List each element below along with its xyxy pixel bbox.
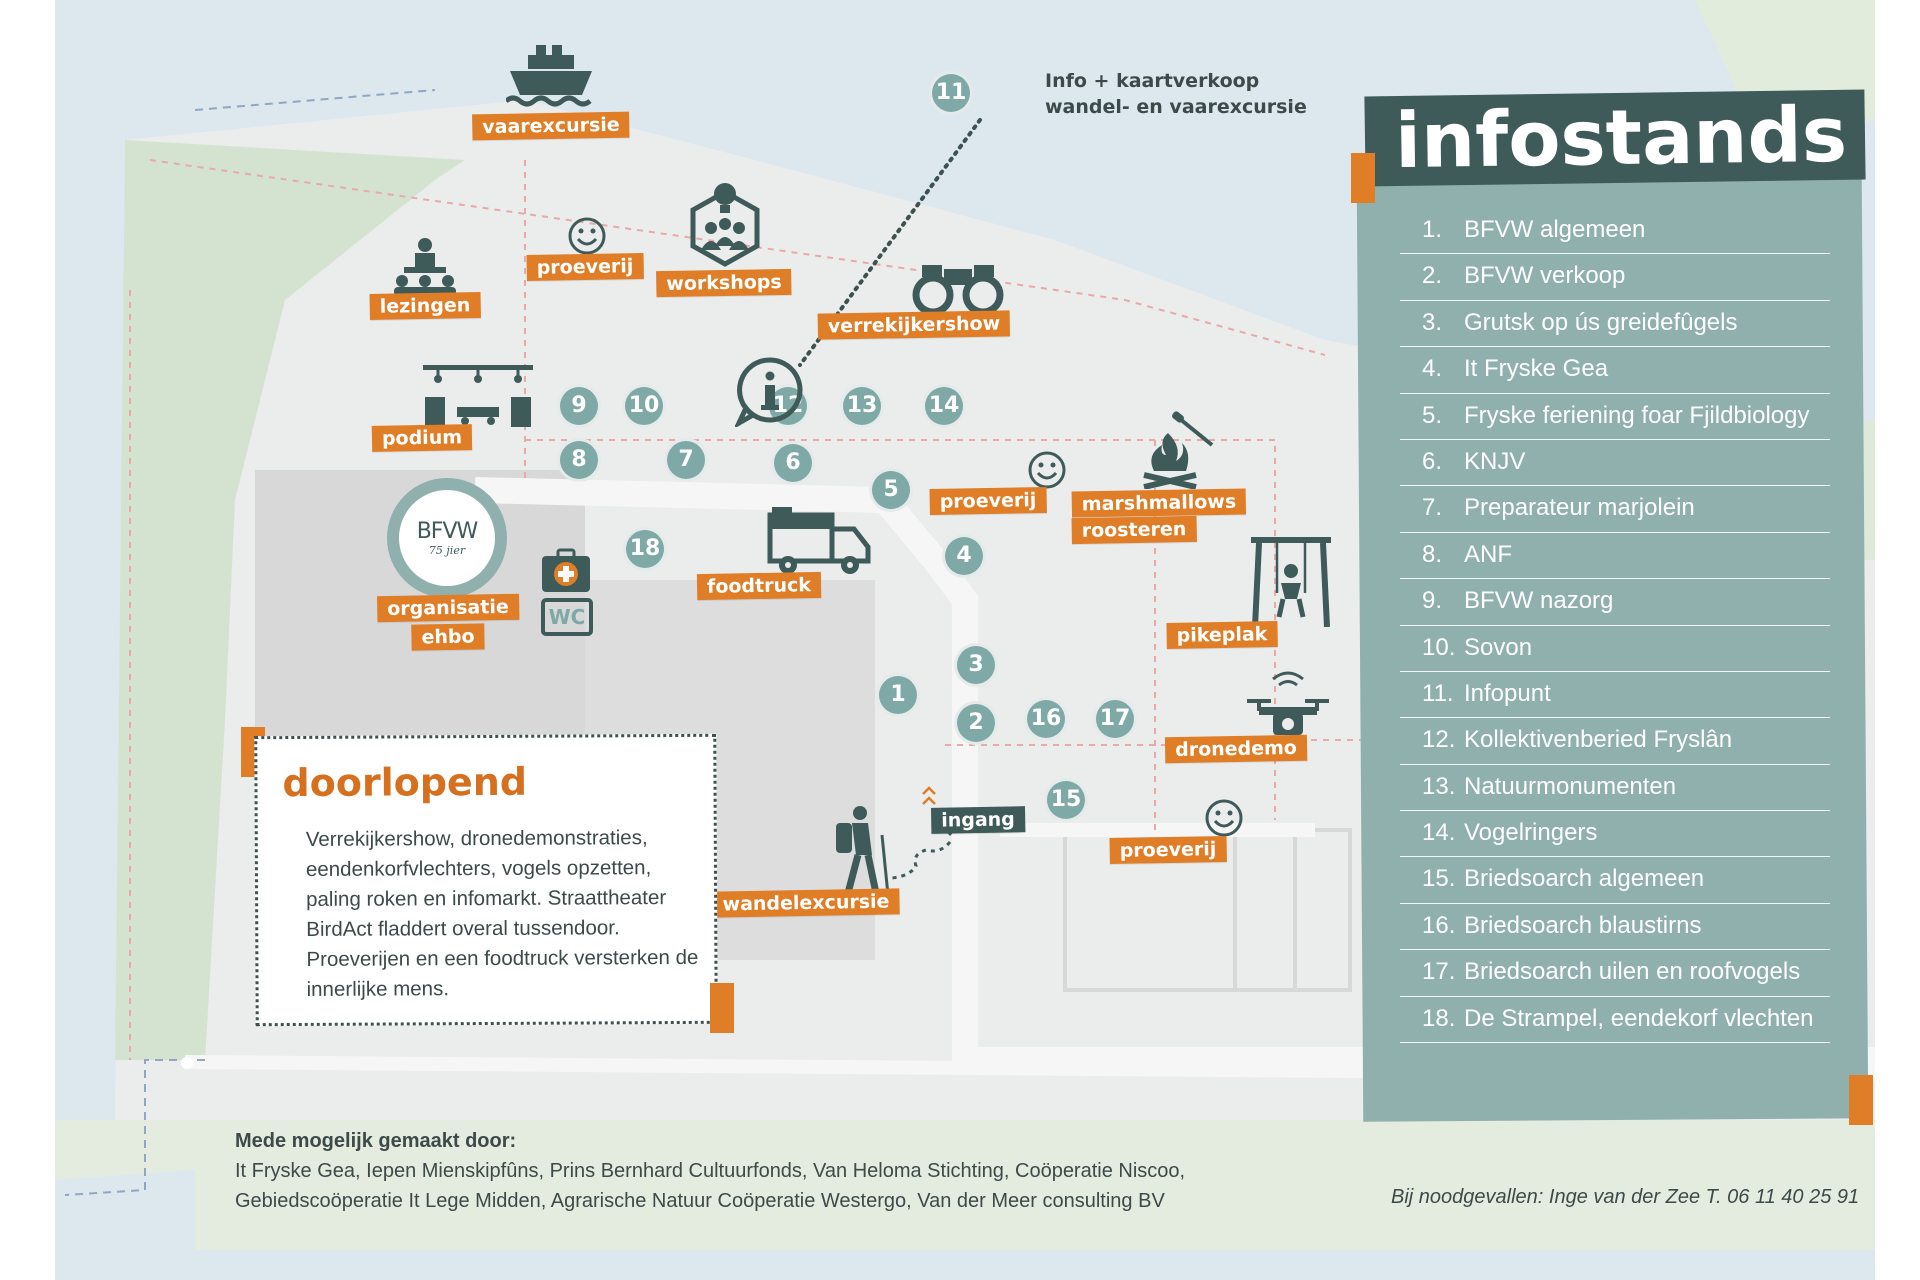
infostands-list: 1.BFVW algemeen 2.BFVW verkoop 3.Grutsk …	[1400, 208, 1830, 1044]
list-item[interactable]: 13.Natuurmonumenten	[1400, 765, 1830, 812]
infostands-tab-top	[1351, 153, 1375, 203]
list-item[interactable]: 12.Kollektivenberied Fryslân	[1400, 718, 1830, 765]
label-roosteren[interactable]: roosteren	[1071, 515, 1197, 545]
credits-heading: Mede mogelijk gemaakt door:	[235, 1130, 517, 1152]
label-verrekijkershow[interactable]: verrekijkershow	[817, 310, 1011, 340]
list-item[interactable]: 6.KNJV	[1400, 440, 1830, 487]
stand-marker-8[interactable]: 8	[557, 438, 601, 482]
stand-marker-14[interactable]: 14	[922, 384, 966, 428]
ship-icon	[506, 45, 592, 107]
dashed-boundary-left	[64, 89, 436, 1196]
label-dronedemo[interactable]: dronedemo	[1164, 734, 1308, 764]
green-strip-left	[115, 140, 465, 1060]
credits-line: Gebiedscoöperatie It Lege Midden, Agrari…	[235, 1190, 1165, 1212]
stand-marker-15[interactable]: 15	[1044, 778, 1088, 822]
stage-icon	[423, 365, 533, 427]
stand-marker-16[interactable]: 16	[1024, 697, 1068, 741]
list-item[interactable]: 18.De Strampel, eendekorf vlechten	[1400, 997, 1830, 1044]
stand-marker-2[interactable]: 2	[954, 701, 998, 745]
list-item[interactable]: 1.BFVW algemeen	[1400, 208, 1830, 255]
list-item[interactable]: 15.Briedsoarch algemeen	[1400, 857, 1830, 904]
event-map: 1 2 3 4 5 6 7 8 9 10 11 12 13 14 15 16 1…	[55, 0, 1875, 1280]
label-proeverij-2[interactable]: proeverij	[929, 486, 1047, 516]
binoculars-icon	[912, 265, 1004, 315]
doorlopend-text: Verrekijkershow, dronedemonstraties, een…	[305, 826, 699, 1001]
doorlopend-box: doorlopend Verrekijkershow, dronedemonst…	[254, 733, 718, 1027]
list-item[interactable]: 2.BFVW verkoop	[1400, 254, 1830, 301]
stand-marker-10[interactable]: 10	[622, 384, 666, 428]
infopunt-callout: Info + kaartverkoop wandel- en vaarexcur…	[1045, 70, 1307, 118]
label-lezingen[interactable]: lezingen	[369, 292, 481, 320]
stand-marker-5[interactable]: 5	[869, 468, 913, 512]
list-item[interactable]: 5.Fryske feriening foar Fjildbiology	[1400, 394, 1830, 440]
drone-icon	[1247, 671, 1329, 735]
campfire-icon	[1143, 411, 1214, 489]
label-ehbo[interactable]: ehbo	[411, 623, 485, 651]
infostands-title: infostands	[1364, 89, 1866, 187]
road	[474, 477, 1875, 1073]
list-item[interactable]: 16.Briedsoarch blaustirns	[1400, 904, 1830, 951]
doorlopend-title: doorlopend	[282, 759, 528, 806]
stand-marker-3[interactable]: 3	[954, 643, 998, 687]
stand-marker-1[interactable]: 1	[876, 673, 920, 717]
label-workshops[interactable]: workshops	[656, 268, 792, 298]
first-aid-icon[interactable]	[540, 548, 592, 594]
label-podium[interactable]: podium	[371, 424, 473, 452]
list-item[interactable]: 7.Preparateur marjolein	[1400, 486, 1830, 533]
stand-marker-11[interactable]: 11	[929, 71, 973, 115]
chevron-up-icon	[922, 786, 936, 805]
stand-marker-17[interactable]: 17	[1093, 697, 1137, 741]
list-item[interactable]: 3.Grutsk op ús greidefûgels	[1400, 301, 1830, 348]
smiley-icon	[568, 217, 606, 255]
stand-marker-9[interactable]: 9	[557, 384, 601, 428]
list-item[interactable]: 10.Sovon	[1400, 626, 1830, 672]
smiley-icon	[1028, 451, 1066, 489]
hiker-icon	[836, 806, 890, 895]
label-vaarexcursie[interactable]: vaarexcursie	[472, 111, 630, 141]
credits: Mede mogelijk gemaakt door: It Fryske Ge…	[235, 1126, 1185, 1216]
list-item[interactable]: 11.Infopunt	[1400, 672, 1830, 719]
green-bottom-band	[55, 1120, 1875, 1250]
stand-marker-6[interactable]: 6	[771, 441, 815, 485]
list-item[interactable]: 4.It Fryske Gea	[1400, 347, 1830, 394]
wc-icon[interactable]: WC	[541, 598, 593, 636]
bfvw-logo: BFVW 75 jier	[387, 478, 507, 598]
label-proeverij-3[interactable]: proeverij	[1109, 835, 1227, 865]
doorlopend-tab-bottom	[710, 983, 734, 1033]
list-item[interactable]: 17.Briedsoarch uilen en roofvogels	[1400, 950, 1830, 997]
path-dot	[181, 1057, 193, 1069]
list-item[interactable]: 8.ANF	[1400, 533, 1830, 580]
lectern-icon	[394, 238, 456, 297]
stand-marker-7[interactable]: 7	[664, 438, 708, 482]
label-marshmallows[interactable]: marshmallows	[1071, 488, 1247, 518]
swing-icon	[1251, 537, 1331, 627]
infostands-tab-bottom	[1849, 1075, 1873, 1125]
logo-sub: 75 jier	[428, 544, 466, 557]
lightbulb-people-icon	[690, 183, 760, 267]
logo-text: BFVW	[416, 519, 479, 544]
stand-marker-13[interactable]: 13	[840, 384, 884, 428]
list-item[interactable]: 14.Vogelringers	[1400, 811, 1830, 858]
food-truck-icon	[767, 507, 871, 574]
stand-marker-4[interactable]: 4	[942, 534, 986, 578]
label-proeverij-1[interactable]: proeverij	[526, 252, 644, 282]
info-pointer-line	[798, 118, 982, 367]
smiley-icon	[1205, 799, 1243, 837]
credits-line: It Fryske Gea, Iepen Mienskipfûns, Prins…	[235, 1160, 1186, 1182]
label-foodtruck[interactable]: foodtruck	[696, 571, 822, 601]
label-pikeplak[interactable]: pikeplak	[1166, 621, 1278, 649]
label-organisatie[interactable]: organisatie	[377, 593, 519, 623]
label-wandelexcursie[interactable]: wandelexcursie	[712, 888, 900, 918]
list-item[interactable]: 9.BFVW nazorg	[1400, 579, 1830, 626]
water-bottom	[55, 1170, 195, 1280]
info-icon[interactable]	[735, 357, 805, 427]
label-ingang[interactable]: ingang	[930, 806, 1026, 834]
dashed-route	[129, 159, 1415, 1060]
stand-marker-18[interactable]: 18	[623, 527, 667, 571]
emergency-contact: Bij noodgevallen: Inge van der Zee T. 06…	[1391, 1186, 1860, 1208]
